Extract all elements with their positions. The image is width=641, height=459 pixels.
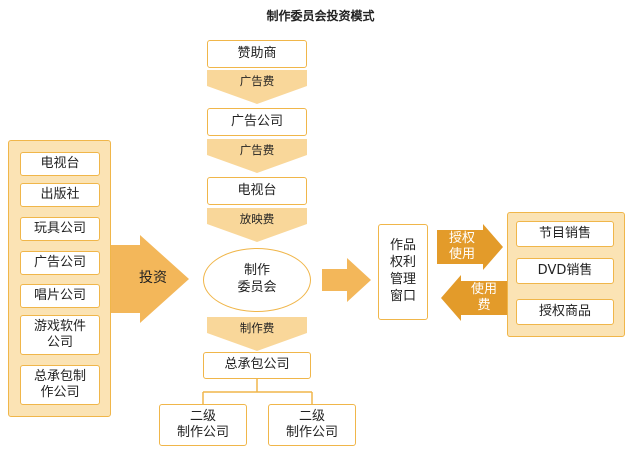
committee-ellipse: 制作 委员会	[203, 248, 311, 312]
chevron-1	[207, 70, 307, 104]
license-use-label: 授权 使用	[448, 230, 475, 262]
investor-item: 游戏软件 公司	[20, 315, 100, 355]
license-arrow	[437, 224, 503, 270]
investor-item: 唱片公司	[20, 284, 100, 308]
investor-item: 玩具公司	[20, 217, 100, 241]
diagram-title: 制作委员会投资模式	[266, 9, 375, 23]
usage-fee-label: 使用 费	[470, 281, 497, 313]
chevron-4	[207, 317, 307, 351]
invest-arrow	[111, 235, 189, 323]
screening-fee-label: 放映费	[239, 212, 275, 226]
chevron-2	[207, 139, 307, 173]
investor-item: 总承包制 作公司	[20, 365, 100, 405]
rights-window-box: 作品 权利 管理 窗口	[378, 224, 428, 320]
general-contractor-box: 总承包公司	[203, 352, 311, 379]
output-item: 授权商品	[516, 299, 614, 325]
investor-item: 电视台	[20, 152, 100, 176]
ad-fee-label-1: 广告费	[239, 74, 275, 88]
fee-arrow	[441, 275, 508, 321]
sub-company-box-1: 二级 制作公司	[159, 404, 247, 446]
production-fee-label: 制作费	[239, 321, 275, 335]
sponsor-box: 赞助商	[207, 40, 307, 68]
invest-label: 投资	[139, 270, 167, 287]
ad-fee-label-2: 广告费	[239, 143, 275, 157]
output-item: DVD销售	[516, 258, 614, 284]
output-item: 节目销售	[516, 221, 614, 247]
sub-company-box-2: 二级 制作公司	[268, 404, 356, 446]
investor-item: 广告公司	[20, 251, 100, 275]
chevron-3	[207, 208, 307, 242]
investor-item: 出版社	[20, 183, 100, 207]
committee-to-window-arrow	[322, 258, 371, 302]
ad-company-box: 广告公司	[207, 108, 307, 136]
tv-station-box: 电视台	[207, 177, 307, 205]
